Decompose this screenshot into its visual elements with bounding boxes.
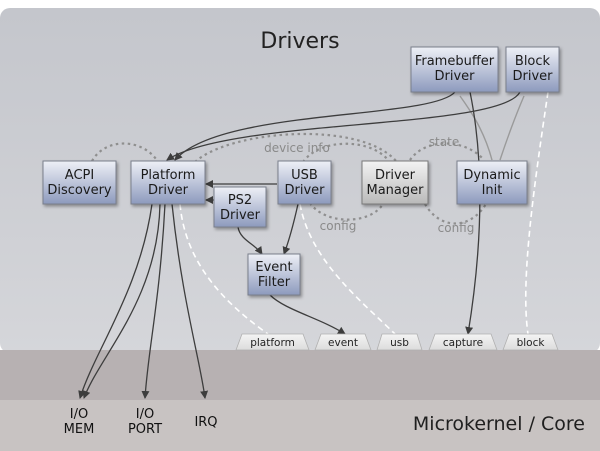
edge-platform-iomem-2 [82, 203, 161, 399]
text-line: USB [291, 168, 318, 183]
text-line: Driver [512, 69, 553, 84]
edge-platform-iomem [78, 203, 153, 399]
resource-band [0, 350, 600, 402]
solid-edges [78, 91, 521, 399]
dashed-edges [179, 91, 549, 335]
edge-dynamic-block [499, 95, 525, 161]
text-line: MEM [64, 422, 95, 437]
core-label: Microkernel / Core [413, 413, 585, 435]
edge-block-platform [166, 91, 521, 161]
core-band [0, 400, 600, 451]
edge-eventfilter-event [269, 294, 346, 335]
edge-dynamic-framebuffer [459, 95, 493, 161]
edge-usb-to-usb-tag [299, 203, 396, 335]
block-tag[interactable]: block [502, 333, 559, 351]
edge-usb-eventfilter [282, 203, 299, 255]
text-line: Driver [375, 168, 416, 183]
text-line: IRQ [194, 415, 217, 430]
dotted-edges [91, 132, 487, 225]
gray-edges [459, 95, 525, 161]
event-tag-label: event [328, 337, 358, 349]
text-line: Driver [148, 183, 189, 198]
text-line: Platform [141, 168, 196, 183]
text-line: ACPI [65, 168, 94, 183]
edge-platform-ioport [141, 203, 166, 399]
text-line: I/O [70, 407, 88, 422]
capture-tag-label: capture [443, 337, 483, 349]
event-tag[interactable]: event [314, 333, 372, 351]
edge-label-config-right: config [438, 221, 475, 235]
text-line: PS2 [228, 193, 252, 208]
text-line: Framebuffer [415, 54, 495, 69]
text-line: Discovery [47, 183, 112, 198]
edge-label-device-info: device info [264, 141, 330, 155]
edge-platform-to-platform-tag [179, 203, 269, 335]
text-line: Driver [284, 183, 325, 198]
edge-framebuffer-platform [174, 91, 456, 161]
text-line: Block [515, 54, 551, 69]
text-line: PORT [128, 422, 162, 437]
edge-acpi-platform [91, 142, 157, 162]
platform-tag[interactable]: platform [235, 333, 310, 351]
edge-manager-dynamic-config [424, 203, 487, 225]
edge-label-config-left: config [320, 219, 357, 233]
text-line: Dynamic [463, 168, 520, 183]
usb-tag[interactable]: usb [376, 333, 423, 351]
edge-platform-manager-device-info [194, 132, 397, 163]
edge-label-state: state [429, 135, 459, 149]
text-line: Filter [258, 275, 291, 290]
edge-ps2-eventfilter [237, 226, 263, 255]
text-line: I/O [136, 407, 154, 422]
layer-title: Drivers [260, 29, 339, 54]
edge-manager-dynamic-state [409, 142, 485, 161]
text-line: Driver [434, 69, 475, 84]
edge-usb-manager-config [309, 202, 384, 221]
platform-tag-label: platform [250, 337, 295, 349]
usb-tag-label: usb [390, 337, 409, 349]
edge-usb-manager-top [302, 142, 389, 163]
edge-block-to-block-tag [524, 91, 549, 335]
text-line: Manager [367, 183, 425, 198]
irq-resource: IRQ [194, 415, 217, 430]
text-line: Driver [220, 208, 261, 223]
block-tag-label: block [517, 337, 546, 349]
text-line: Init [482, 183, 503, 198]
text-line: Event [255, 260, 292, 275]
edge-platform-irq [171, 203, 209, 399]
capture-tag[interactable]: capture [428, 333, 498, 351]
